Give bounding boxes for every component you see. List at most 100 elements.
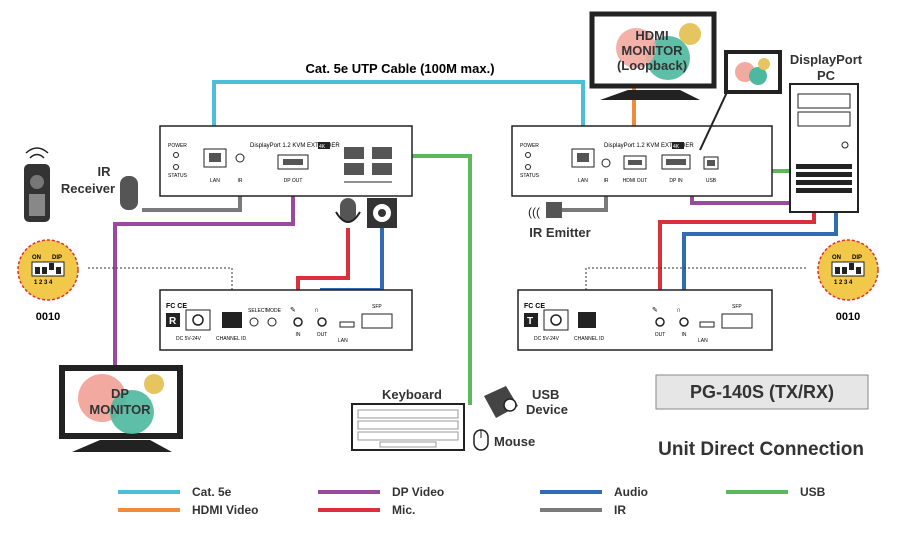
svg-text:PC: PC xyxy=(817,68,836,83)
tx-mic-in-jack xyxy=(293,317,303,327)
svg-text:✎: ✎ xyxy=(290,307,296,314)
svg-text:POWER: POWER xyxy=(520,143,539,149)
ir-emitter: ((( IR Emitter xyxy=(528,202,591,240)
dip-bubble-right: ON DIP 1 2 3 4 0010 xyxy=(817,239,879,323)
svg-text:LAN: LAN xyxy=(698,338,708,344)
svg-text:(Loopback): (Loopback) xyxy=(617,58,687,73)
svg-text:LAN: LAN xyxy=(210,178,220,184)
cable-label: Cat. 5e UTP Cable (100M max.) xyxy=(305,61,494,76)
svg-text:STATUS: STATUS xyxy=(168,173,188,179)
svg-text:STATUS: STATUS xyxy=(520,173,540,179)
rx-dip-switch xyxy=(578,312,596,328)
svg-text:IR: IR xyxy=(604,178,609,184)
svg-text:IR Emitter: IR Emitter xyxy=(529,225,590,240)
svg-text:MODE: MODE xyxy=(266,308,282,314)
svg-text:CHANNEL ID: CHANNEL ID xyxy=(574,336,604,342)
svg-text:USB: USB xyxy=(800,485,826,499)
svg-text:4K: 4K xyxy=(319,144,326,150)
svg-text:Device: Device xyxy=(526,402,568,417)
rx-front-unit: POWER STATUS LAN IR DisplayPort 1.2 KVM … xyxy=(511,125,773,197)
dip-callout-right xyxy=(585,267,808,298)
rx-mic-out-jack xyxy=(655,317,665,327)
svg-text:OUT: OUT xyxy=(655,332,666,338)
cable-audio-rx xyxy=(682,205,838,316)
dip-bubble-left: ON DIP 1 2 3 4 0010 xyxy=(17,239,79,323)
svg-text:DP: DP xyxy=(111,386,129,401)
svg-text:0010: 0010 xyxy=(836,311,860,323)
rear-badge-r: R xyxy=(169,316,177,327)
svg-text:ON: ON xyxy=(32,255,41,261)
cable-usb-tx xyxy=(392,154,472,405)
svg-text:Mic.: Mic. xyxy=(392,503,415,517)
svg-text:IN: IN xyxy=(296,332,301,338)
model-badge xyxy=(655,374,869,410)
svg-text:MONITOR: MONITOR xyxy=(621,43,683,58)
tx-ir-port xyxy=(235,153,245,163)
svg-text:HDMI: HDMI xyxy=(635,28,668,43)
cable-cat5e xyxy=(212,80,585,148)
svg-text:MONITOR: MONITOR xyxy=(89,402,151,417)
svg-text:LAN: LAN xyxy=(338,338,348,344)
svg-text:CHANNEL ID: CHANNEL ID xyxy=(216,336,246,342)
cable-dp-tx xyxy=(113,195,295,365)
rear-badge-t: T xyxy=(527,316,533,327)
svg-text:DisplayPort 1.2 KVM EXTENDER: DisplayPort 1.2 KVM EXTENDER xyxy=(604,143,694,149)
svg-text:Audio: Audio xyxy=(614,485,648,499)
svg-text:Receiver: Receiver xyxy=(61,181,115,196)
svg-text:IR: IR xyxy=(98,164,112,179)
svg-text:OUT: OUT xyxy=(317,332,328,338)
svg-text:1 2 3 4: 1 2 3 4 xyxy=(834,280,853,286)
model-name: PG-140S (TX/RX) xyxy=(690,382,834,402)
tx-front-unit: POWER STATUS LAN IR DisplayPort 1.2 KVM … xyxy=(159,125,413,197)
svg-text:Cat. 5e: Cat. 5e xyxy=(192,485,232,499)
svg-text:SFP: SFP xyxy=(732,304,742,310)
pc-screen-callout xyxy=(699,50,782,151)
svg-text:USB: USB xyxy=(706,178,717,184)
svg-text:0010: 0010 xyxy=(36,311,60,323)
svg-text:Mouse: Mouse xyxy=(494,434,535,449)
rx-rear-unit: FC CE T DC 5V-24V CHANNEL ID ✎ OUT ∩ IN … xyxy=(517,289,773,351)
svg-text:HDMI OUT: HDMI OUT xyxy=(623,178,648,184)
connection-title: Unit Direct Connection xyxy=(658,439,864,460)
svg-text:IR: IR xyxy=(614,503,626,517)
cable-mic-rx xyxy=(658,205,816,316)
usb-device: USB Device xyxy=(484,386,568,418)
svg-text:ON: ON xyxy=(832,255,841,261)
svg-text:Keyboard: Keyboard xyxy=(382,387,442,402)
svg-text:SELECT: SELECT xyxy=(248,308,267,314)
svg-text:✎: ✎ xyxy=(652,307,658,314)
svg-text:DisplayPort: DisplayPort xyxy=(790,52,863,67)
legend: Cat. 5e HDMI Video DP Video Mic. Audio I… xyxy=(118,485,826,517)
svg-text:DIP: DIP xyxy=(52,255,62,261)
speaker-icon xyxy=(367,198,397,228)
svg-text:HDMI Video: HDMI Video xyxy=(192,503,258,517)
keyboard: Keyboard xyxy=(351,387,465,451)
svg-text:DIP: DIP xyxy=(852,255,862,261)
svg-text:DP OUT: DP OUT xyxy=(284,178,303,184)
svg-text:1 2 3 4: 1 2 3 4 xyxy=(34,280,53,286)
svg-text:DC 5V-24V: DC 5V-24V xyxy=(176,336,202,342)
rx-audio-in-jack xyxy=(679,317,689,327)
rx-ir-port xyxy=(601,158,611,168)
svg-text:FC CE: FC CE xyxy=(524,303,545,310)
svg-text:IN: IN xyxy=(682,332,687,338)
tx-audio-out-jack xyxy=(317,317,327,327)
svg-text:4K: 4K xyxy=(673,144,680,150)
svg-text:DisplayPort 1.2 KVM EXTENDER: DisplayPort 1.2 KVM EXTENDER xyxy=(250,143,340,149)
hdmi-monitor: HDMI MONITOR (Loopback) xyxy=(589,11,717,100)
svg-text:DC 5V-24V: DC 5V-24V xyxy=(534,336,560,342)
svg-text:LAN: LAN xyxy=(578,178,588,184)
dip-callout-left xyxy=(88,267,233,298)
svg-text:DP IN: DP IN xyxy=(669,178,683,184)
svg-text:SFP: SFP xyxy=(372,304,382,310)
dp-monitor: DP MONITOR xyxy=(59,365,183,452)
svg-text:POWER: POWER xyxy=(168,143,187,149)
microphone-icon xyxy=(335,198,361,223)
tx-rear-unit: FC CE R DC 5V-24V CHANNEL ID SELECT MODE… xyxy=(159,289,413,351)
mouse: Mouse xyxy=(473,429,535,451)
displayport-pc: DisplayPort PC xyxy=(789,52,863,213)
svg-text:DP Video: DP Video xyxy=(392,485,444,499)
svg-text:IR: IR xyxy=(238,178,243,184)
